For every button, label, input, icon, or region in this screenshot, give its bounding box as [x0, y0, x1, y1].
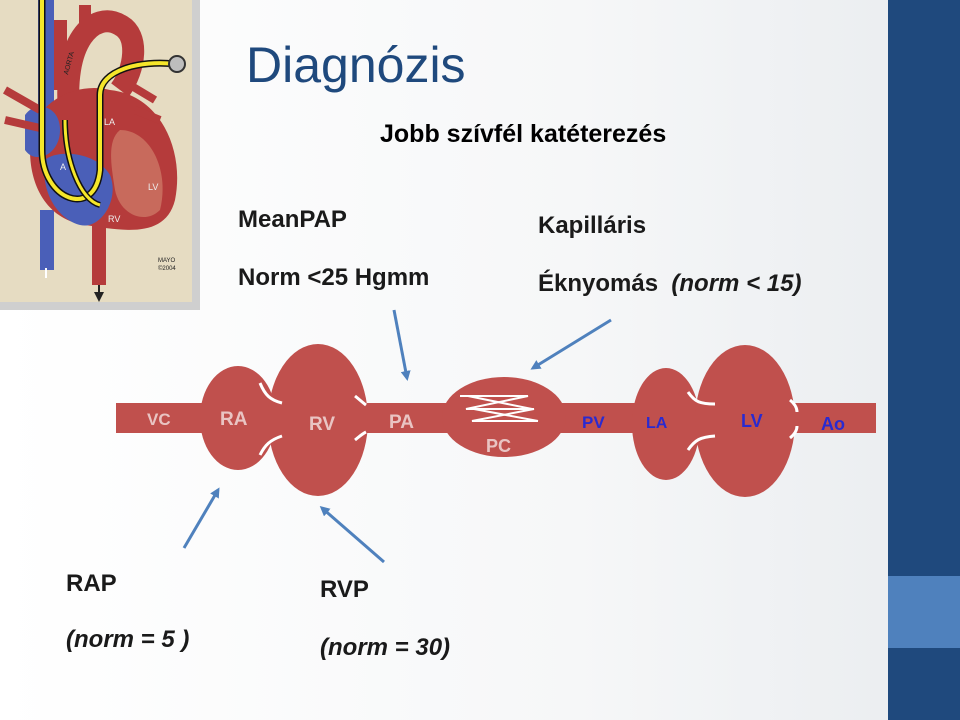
label-ra: RA [220, 409, 248, 430]
circulation-diagram: VC RA RV PA PC PV LA LV Ao [116, 309, 876, 564]
lv-chamber [695, 345, 795, 497]
ra-chamber [200, 366, 276, 470]
sidebar-accent [888, 576, 960, 648]
valve-marks [258, 382, 799, 456]
arrow-rvp [319, 506, 385, 564]
heart-label-a: A [60, 162, 66, 172]
rvp-norm: (norm = 30) [320, 634, 450, 662]
heart-label-year: ©2004 [158, 265, 176, 272]
heart-label-la: LA [104, 117, 115, 127]
label-pc: PC [486, 436, 511, 456]
slide-title: Diagnózis [246, 37, 466, 93]
label-rv: RV [309, 414, 335, 435]
rap-norm-text: (norm = 5 ) [66, 626, 190, 653]
rv-chamber [268, 344, 368, 496]
arrow-meanpap [392, 309, 411, 381]
rvp-norm-text: (norm = 30) [320, 634, 451, 661]
rap-norm: (norm = 5 ) [66, 626, 189, 654]
wedge-prefix: Éknyomás [538, 270, 659, 297]
meanpap-norm: Norm <25 Hgmm [238, 264, 430, 291]
label-la: LA [646, 415, 668, 432]
meanpap-title: MeanPAP [238, 206, 347, 233]
label-vc: VC [147, 410, 171, 429]
wedge-norm: (norm < 15) [671, 270, 802, 297]
heart-label-rv: RV [108, 214, 120, 224]
label-pa: PA [389, 412, 414, 433]
heart-catheter-illustration: AORTA LA LV A RV MAYO ©2004 [0, 0, 200, 310]
wedge-label: Éknyomás (norm < 15) [538, 270, 801, 298]
arrow-wedge [530, 318, 612, 370]
heart-label-mayo: MAYO [158, 258, 176, 264]
rap-title: RAP [66, 570, 117, 597]
slide-subtitle: Jobb szívfél katéterezés [380, 120, 667, 148]
label-lv: LV [741, 411, 763, 431]
label-pv: PV [582, 413, 605, 432]
la-chamber [632, 368, 700, 480]
heart-label-lv: LV [148, 182, 158, 192]
rvp-title: RVP [320, 576, 369, 603]
arrow-rap [182, 487, 220, 549]
label-ao: Ao [821, 414, 845, 434]
capillary-zigzag [460, 395, 539, 422]
wedge-title: Kapilláris [538, 212, 647, 239]
